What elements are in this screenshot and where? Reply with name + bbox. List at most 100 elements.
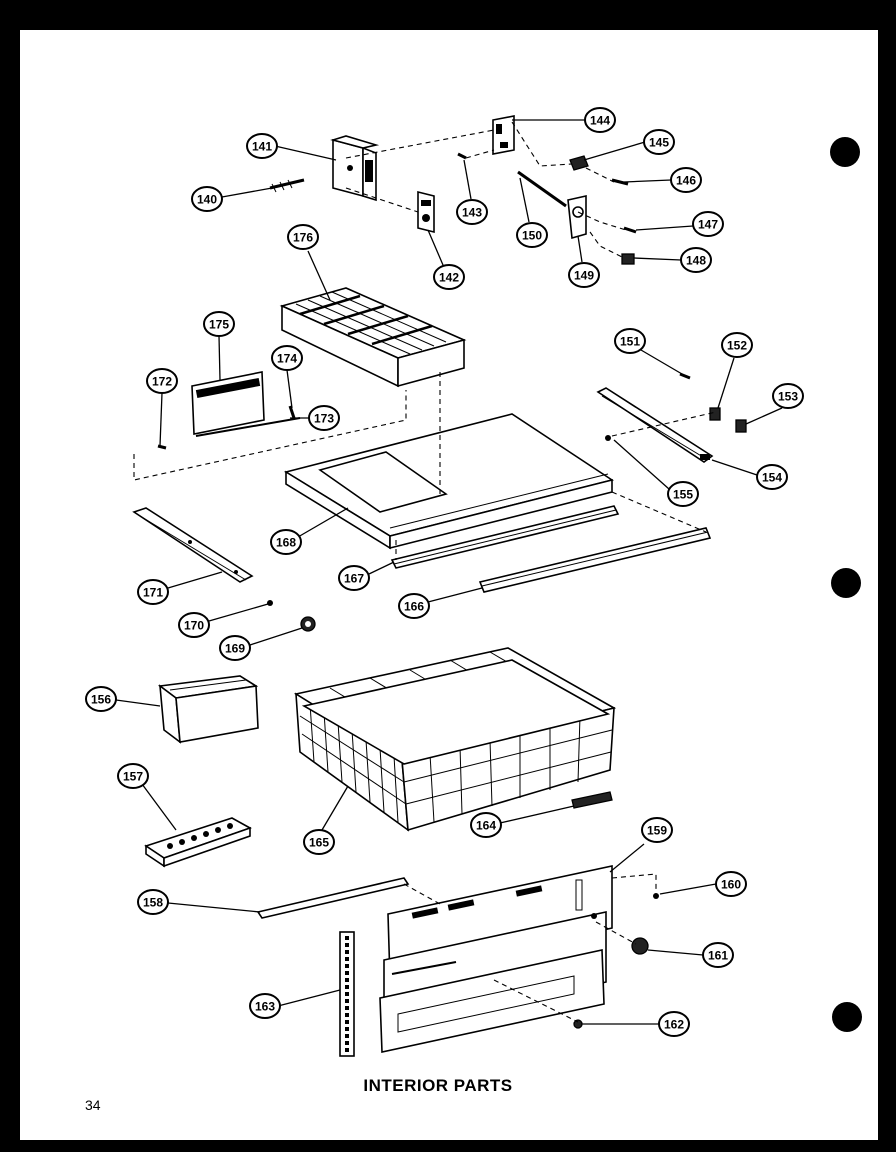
callout-label: 165 [309, 836, 329, 850]
callout-168: 168 [270, 529, 302, 555]
callout-label: 174 [277, 352, 297, 366]
part-148-nut [621, 253, 635, 265]
part-165-wire-basket [293, 647, 617, 832]
callout-176: 176 [287, 224, 319, 250]
callout-162: 162 [658, 1011, 690, 1037]
part-175-cover [191, 371, 265, 435]
callout-label: 159 [647, 824, 667, 838]
callout-164: 164 [470, 812, 502, 838]
callout-label: 151 [620, 335, 640, 349]
callout-label: 155 [673, 488, 693, 502]
callout-label: 173 [314, 412, 334, 426]
callout-140: 140 [191, 186, 223, 212]
part-141-control-box [330, 135, 380, 202]
callout-166: 166 [398, 593, 430, 619]
callout-170: 170 [178, 612, 210, 638]
callout-151: 151 [614, 328, 646, 354]
callout-label: 150 [522, 229, 542, 243]
callout-146: 146 [670, 167, 702, 193]
part-143-screw [457, 152, 467, 160]
part-146-screw [611, 178, 629, 186]
callout-172: 172 [146, 368, 178, 394]
assembly-lines [133, 121, 717, 1023]
callout-label: 160 [721, 878, 741, 892]
part-159-front-panel [379, 865, 613, 1053]
callout-label: 171 [143, 586, 163, 600]
callout-label: 148 [686, 254, 706, 268]
part-166-rail [478, 527, 712, 593]
callout-145: 145 [643, 129, 675, 155]
callout-label: 157 [123, 770, 143, 784]
callout-154: 154 [756, 464, 788, 490]
callout-175: 175 [203, 311, 235, 337]
callout-165: 165 [303, 829, 335, 855]
part-160-screw [653, 893, 659, 899]
callout-173: 173 [308, 405, 340, 431]
callout-157: 157 [117, 763, 149, 789]
part-145-clip [569, 155, 589, 171]
callout-label: 144 [590, 114, 610, 128]
part-174-screw [288, 405, 296, 419]
part-167-rail [390, 505, 620, 569]
part-154-rail [596, 387, 714, 463]
callouts: 140 141 142 143 144 145 146 147 148 149 … [85, 107, 804, 1037]
callout-label: 162 [664, 1018, 684, 1032]
callout-label: 145 [649, 136, 669, 150]
part-170-screw [267, 600, 273, 606]
callout-155: 155 [667, 481, 699, 507]
page-title: INTERIOR PARTS [363, 1076, 512, 1095]
callout-label: 147 [698, 218, 718, 232]
callout-label: 169 [225, 642, 245, 656]
leader-lines [115, 119, 783, 1025]
callout-160: 160 [715, 871, 747, 897]
callout-153: 153 [772, 383, 804, 409]
callout-label: 146 [676, 174, 696, 188]
part-158-strip [256, 877, 410, 919]
callout-171: 171 [137, 579, 169, 605]
binder-hole-middle [831, 568, 861, 598]
part-172-screw [157, 444, 167, 450]
part-168-shelf [283, 413, 614, 550]
part-155-screw [605, 435, 611, 441]
callout-label: 168 [276, 536, 296, 550]
part-140-screw [269, 178, 305, 193]
callout-label: 176 [293, 231, 313, 245]
part-144-hinge-bracket [492, 115, 515, 155]
callout-label: 175 [209, 318, 229, 332]
callout-label: 142 [439, 271, 459, 285]
callout-label: 158 [143, 896, 163, 910]
callout-148: 148 [680, 247, 712, 273]
callout-150: 150 [516, 222, 548, 248]
callout-label: 161 [708, 949, 728, 963]
callout-label: 167 [344, 572, 364, 586]
callout-144: 144 [584, 107, 616, 133]
page-number: 34 [85, 1097, 101, 1113]
callout-161: 161 [702, 942, 734, 968]
callout-label: 166 [404, 600, 424, 614]
callout-label: 143 [462, 206, 482, 220]
part-156-bin [157, 675, 259, 744]
part-147-screw [623, 226, 637, 234]
part-163-strip [339, 931, 355, 1057]
part-149-bracket [567, 195, 587, 240]
callout-label: 140 [197, 193, 217, 207]
callout-label: 172 [152, 375, 172, 389]
callout-149: 149 [568, 262, 600, 288]
binder-hole-top [830, 137, 860, 167]
callout-label: 170 [184, 619, 204, 633]
part-151-screw [679, 372, 691, 380]
callout-152: 152 [721, 332, 753, 358]
part-153-clip [735, 419, 747, 433]
part-169-washer [300, 616, 316, 632]
callout-label: 153 [778, 390, 798, 404]
part-142-bracket [417, 190, 435, 234]
callout-label: 141 [252, 140, 272, 154]
part-171-side-rail [132, 507, 254, 583]
callout-label: 154 [762, 471, 782, 485]
callout-156: 156 [85, 686, 117, 712]
binder-hole-bottom [832, 1002, 862, 1032]
callout-147: 147 [692, 211, 724, 237]
part-157-ice-tray [144, 817, 252, 868]
part-176-tray [279, 287, 467, 388]
